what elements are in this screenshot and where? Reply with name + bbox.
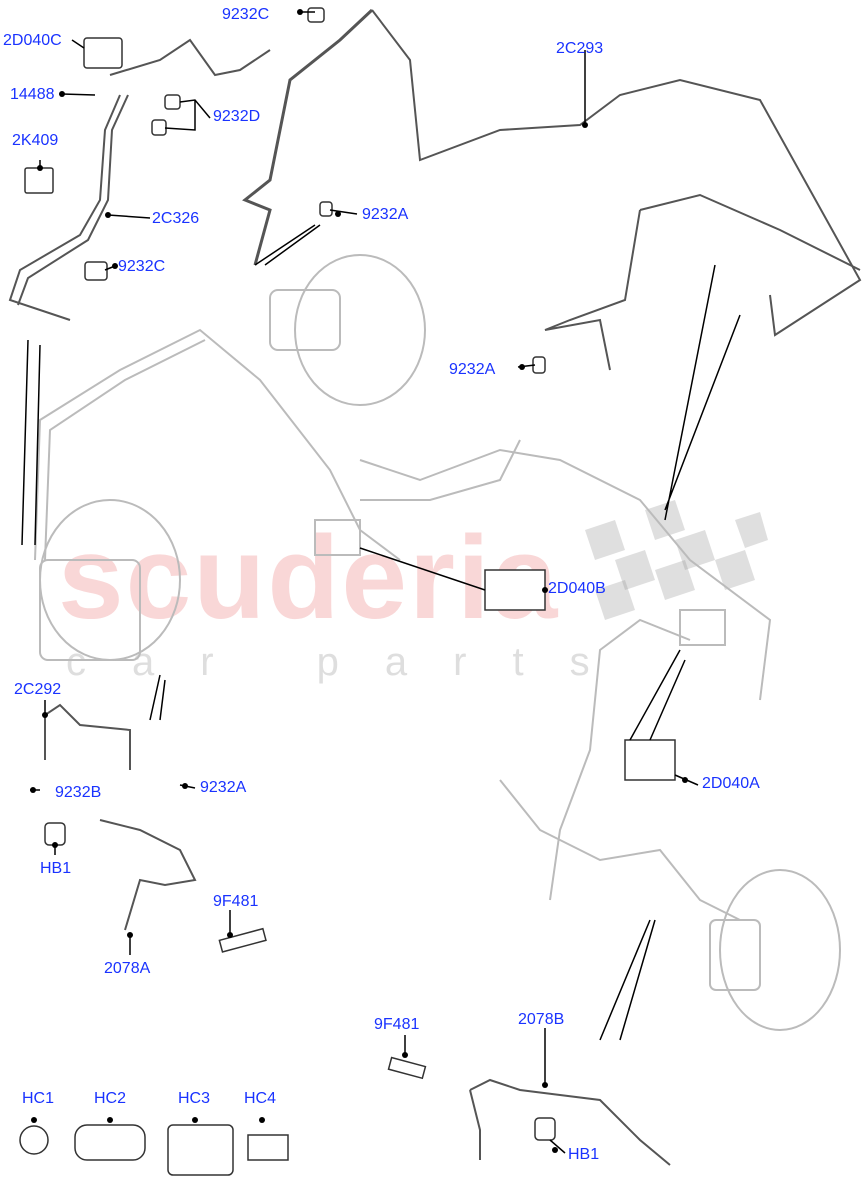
part-2D040B <box>484 569 546 611</box>
part-label[interactable]: 2078B <box>518 1011 565 1028</box>
part-label[interactable]: 9232D <box>213 108 261 125</box>
part-label[interactable]: 2D040B <box>548 580 606 597</box>
part-label[interactable]: 9232A <box>200 779 247 796</box>
part-label[interactable]: 9F481 <box>213 893 259 910</box>
part-label[interactable]: HC2 <box>94 1090 127 1107</box>
part-label[interactable]: HB1 <box>40 860 72 877</box>
part-label[interactable]: 2K409 <box>12 132 59 149</box>
part-label[interactable]: 2C293 <box>556 40 604 57</box>
part-label[interactable]: HC3 <box>178 1090 211 1107</box>
part-label[interactable]: 2C292 <box>14 681 62 698</box>
part-label[interactable]: HC1 <box>22 1090 55 1107</box>
part-2D040A <box>624 739 676 781</box>
watermark-brand: scuderia <box>58 512 560 644</box>
watermark-subtitle: car parts <box>66 640 636 684</box>
background-brake-lines <box>34 254 841 1031</box>
part-label[interactable]: 2D040C <box>3 32 62 49</box>
part-label[interactable]: 9232C <box>118 258 166 275</box>
part-label[interactable]: HC4 <box>244 1090 277 1107</box>
part-label[interactable]: 9232A <box>362 206 409 223</box>
component-shapes <box>19 7 676 1176</box>
part-label[interactable]: 2D040A <box>702 775 760 792</box>
foreground-brake-lines <box>8 8 862 1166</box>
part-label[interactable]: 9232C <box>222 6 270 23</box>
part-2K409 <box>24 167 54 194</box>
checkered-flag-watermark <box>585 500 768 620</box>
part-label[interactable]: 14488 <box>10 86 55 103</box>
part-label[interactable]: 9232A <box>449 361 496 378</box>
part-label[interactable]: 2C326 <box>152 210 200 227</box>
leader-dots <box>30 9 688 1153</box>
part-2D040C <box>83 37 123 69</box>
part-label[interactable]: HB1 <box>568 1146 600 1163</box>
part-label[interactable]: 9F481 <box>374 1016 420 1033</box>
part-label[interactable]: 2078A <box>104 960 151 977</box>
part-label[interactable]: 9232B <box>55 784 102 801</box>
